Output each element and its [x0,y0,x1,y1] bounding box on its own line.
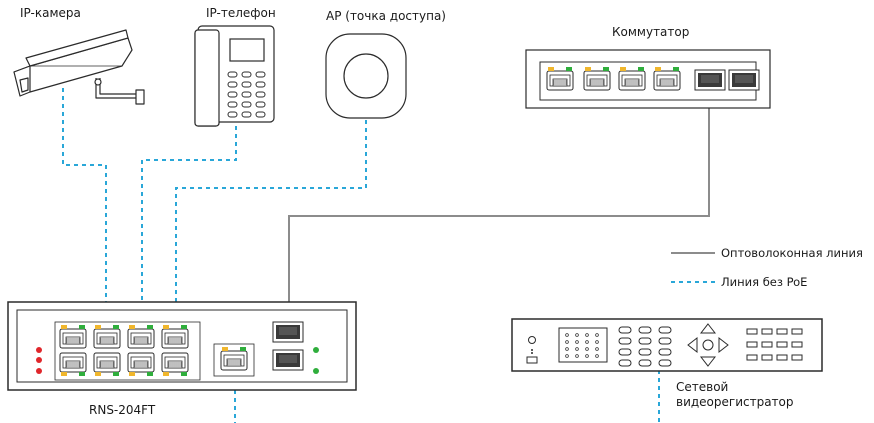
ip-phone-icon [194,25,275,127]
access-point-label: AP (точка доступа) [326,9,446,23]
dvr-label-line1: Сетевой [676,380,729,394]
rns-204ft-device-icon [7,301,357,391]
phone-link [141,126,237,302]
switch-icon [525,49,771,109]
ip-camera-label: IP-камера [20,6,81,20]
dvr-label-line2: видеорегистратор [676,395,794,409]
ip-camera-icon [13,29,145,105]
camera-link [62,88,107,302]
switch-label: Коммутатор [612,25,690,39]
dvr-icon [511,318,823,372]
device-model-label: RNS-204FT [89,403,156,417]
ip-phone-label: IP-телефон [206,6,276,20]
fiber-link [288,108,710,302]
access-point-icon [325,33,407,119]
ap-link [175,120,367,302]
legend-no-poe-label: Линия без PoE [721,275,808,289]
legend-fiber-label: Оптоволоконная линия [721,246,863,260]
